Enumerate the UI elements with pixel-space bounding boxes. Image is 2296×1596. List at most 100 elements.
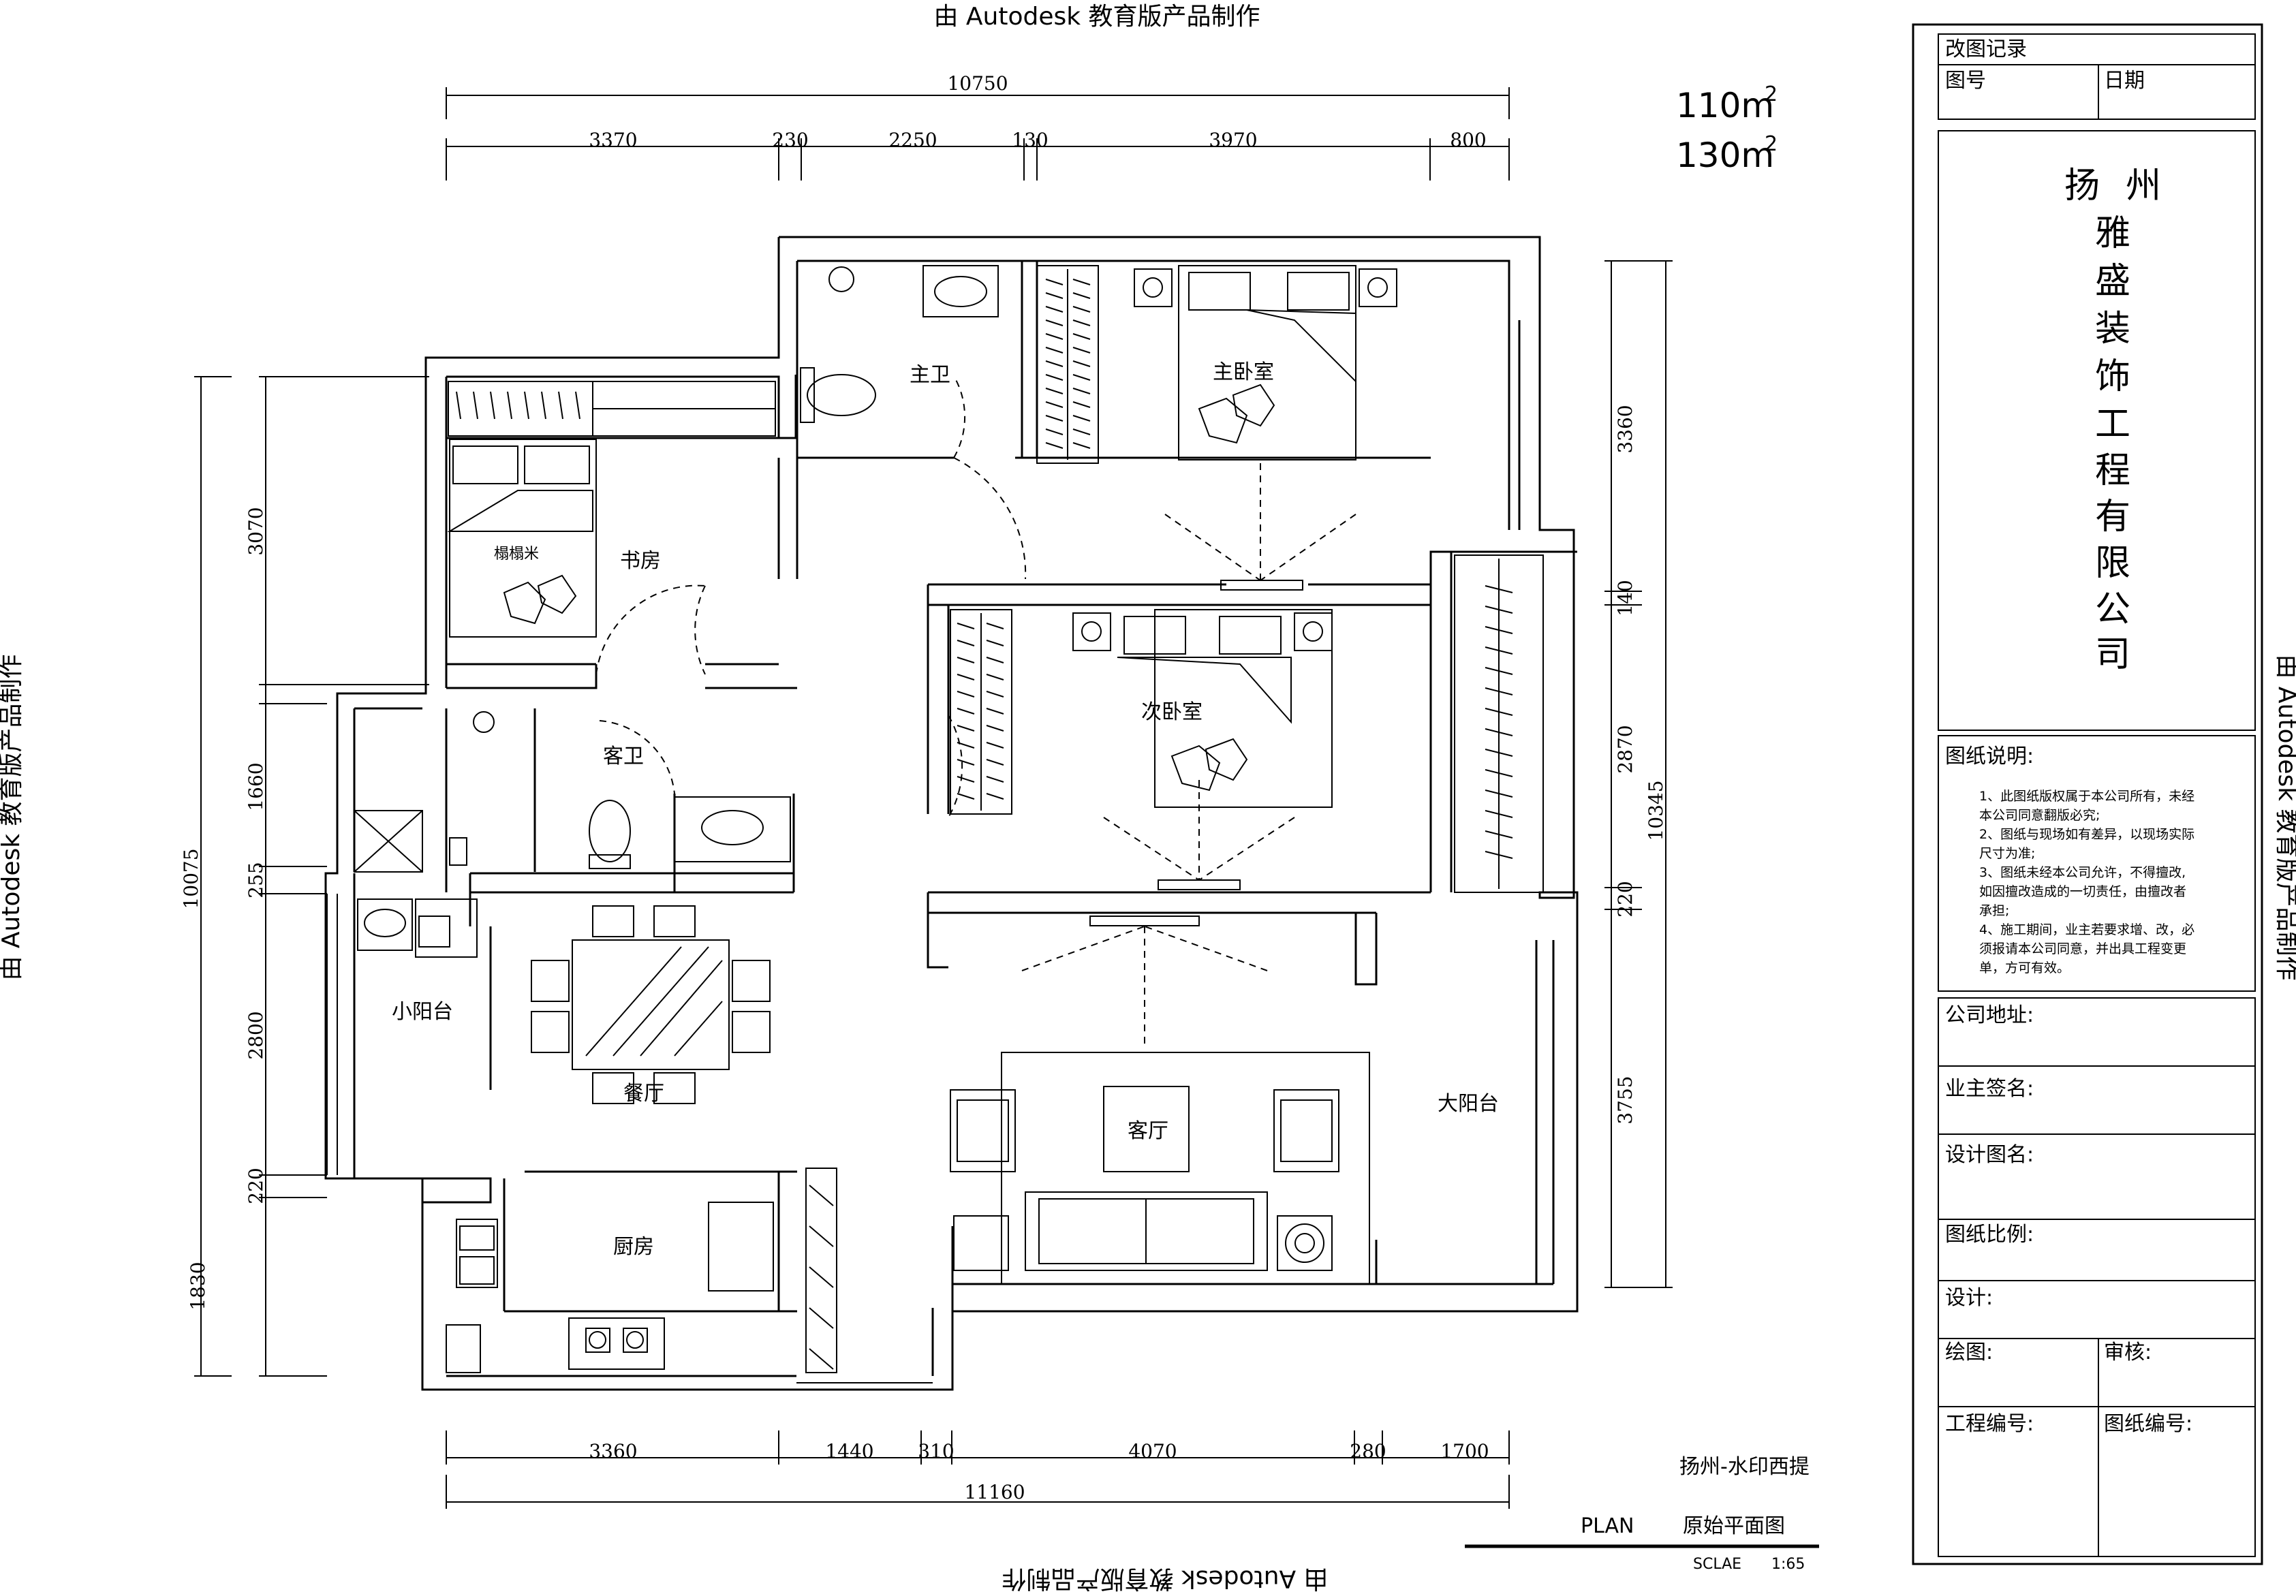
tb-company-5: 饰 [2095, 356, 2130, 397]
dimension-right-chain [1604, 260, 1642, 1288]
tb-draft: 绘图: [1945, 1341, 1993, 1364]
tb-drawing-scale: 图纸比例: [1945, 1223, 2034, 1247]
tb-review: 审核: [2104, 1341, 2152, 1364]
tb-note-7: 4、施工期间，业主若要求增、改，必 [1979, 922, 2194, 937]
dimension-top-total [446, 87, 1510, 119]
bed-second [1117, 609, 1333, 808]
tb-project-no: 工程编号: [1945, 1412, 2034, 1436]
tb-company-11: 司 [2095, 634, 2130, 675]
dim-bottom-4: 4070 [1128, 1440, 1177, 1462]
dim-left-2: 1660 [245, 762, 267, 811]
room-label-study: 书房 [620, 549, 661, 573]
kitchen-tall-cabinet [805, 1168, 837, 1373]
tb-note-9: 单，方可有效。 [1979, 960, 2070, 975]
tb-note-1: 本公司同意翻版必究; [1979, 808, 2100, 823]
room-label-small-balcony: 小阳台 [392, 1000, 453, 1024]
dim-top-5: 3970 [1209, 129, 1257, 151]
interior-walls [422, 261, 1577, 1313]
tb-design: 设计: [1945, 1286, 1993, 1310]
dining-set [531, 905, 771, 1104]
room-label-dining: 餐厅 [623, 1082, 664, 1106]
dim-top-total: 10750 [947, 72, 1008, 95]
dim-left-3: 255 [245, 862, 267, 898]
wardrobe-study [448, 381, 776, 437]
dim-top-3: 2250 [888, 129, 937, 151]
tb-company-9: 限 [2095, 543, 2130, 584]
area-label-2: 130m 2 [1676, 132, 1778, 175]
tb-note-3: 尺寸为准; [1979, 846, 2035, 861]
dim-right-1: 3360 [1614, 405, 1636, 453]
dim-bottom-2: 1440 [825, 1440, 873, 1462]
dim-bottom-1: 3360 [589, 1440, 637, 1462]
dimension-top-chain [446, 138, 1510, 181]
dim-top-6: 800 [1450, 129, 1486, 151]
tb-company-8: 有 [2095, 497, 2130, 537]
door-swings [595, 375, 1027, 818]
dim-left-total: 10075 [180, 848, 202, 909]
dim-right-3: 2870 [1614, 725, 1636, 773]
svg-text:130m: 130m [1676, 136, 1774, 175]
dim-bottom-total: 11160 [964, 1481, 1025, 1503]
bed-tatami [447, 439, 597, 638]
tb-company-2: 雅 [2095, 213, 2130, 254]
wardrobe-second [950, 609, 1012, 815]
dim-left-1: 3070 [245, 507, 267, 555]
room-label-guest-bath: 客卫 [603, 745, 644, 768]
tb-drawing-number: 图纸编号: [2104, 1412, 2192, 1436]
nightstands [1072, 268, 1397, 651]
plan-label-cn: 原始平面图 [1683, 1514, 1785, 1538]
svg-text:110m: 110m [1676, 86, 1774, 125]
scale-label: SCLAE [1693, 1556, 1741, 1573]
project-location: 扬州-水印西提 [1679, 1455, 1810, 1479]
tb-note-4: 3、图纸未经本公司允许，不得擅改, [1979, 865, 2186, 880]
tb-date: 日期 [2104, 69, 2145, 93]
room-label-master-bath: 主卫 [910, 363, 950, 387]
tb-company-10: 公 [2095, 589, 2130, 630]
tb-note-2: 2、图纸与现场如有差异，以现场实际 [1979, 827, 2194, 842]
dimension-left-chain [259, 376, 429, 1377]
watermark-bottom: 由 Autodesk 教育版产品制作 [1002, 1565, 1328, 1593]
dim-top-2: 230 [772, 129, 808, 151]
dim-top-1: 3370 [589, 129, 637, 151]
kitchen-fixtures [446, 1202, 774, 1373]
dim-right-4: 220 [1614, 881, 1636, 917]
balcony-laundry [357, 898, 478, 958]
tb-company-address: 公司地址: [1945, 1003, 2034, 1027]
living-furniture [950, 1052, 1370, 1285]
bath-fixtures [354, 265, 999, 873]
room-label-kitchen: 厨房 [613, 1235, 654, 1259]
dim-right-total: 10345 [1645, 780, 1667, 841]
room-label-big-balcony: 大阳台 [1438, 1092, 1499, 1116]
svg-text:2: 2 [1765, 82, 1778, 106]
dim-left-5: 220 [245, 1168, 267, 1204]
tb-drawing-no: 图号 [1945, 69, 1986, 93]
room-label-tatami: 榻榻米 [494, 546, 539, 563]
balcony-walls [326, 894, 933, 1383]
tb-note-8: 须报请本公司同意，并出具工程变更 [1979, 941, 2186, 956]
scale-value: 1:65 [1771, 1556, 1805, 1573]
tb-note-0: 1、此图纸版权属于本公司所有，未经 [1979, 789, 2194, 804]
tb-company-3: 盛 [2095, 261, 2130, 302]
watermark-right: 由 Autodesk 教育版产品制作 [2273, 654, 2296, 980]
tb-company-4: 装 [2095, 309, 2130, 349]
ceiling-light-fixtures [1021, 463, 1356, 1049]
tb-notes-title: 图纸说明: [1945, 745, 2034, 768]
tb-note-6: 承担; [1979, 903, 2009, 918]
area-label-1: 110m 2 [1676, 82, 1778, 125]
dimension-bottom-total [446, 1475, 1510, 1509]
dim-bottom-5: 280 [1350, 1440, 1386, 1462]
dim-left-4: 2800 [245, 1011, 267, 1059]
dim-right-2: 140 [1614, 580, 1636, 616]
wardrobe-balcony [1454, 554, 1544, 893]
wardrobe-master [1036, 265, 1099, 464]
dim-top-4: 130 [1012, 129, 1048, 151]
svg-text:2: 2 [1765, 132, 1778, 156]
dim-bottom-3: 310 [918, 1440, 954, 1462]
room-label-second-bedroom: 次卧室 [1141, 700, 1203, 724]
watermark-left: 由 Autodesk 教育版产品制作 [0, 654, 25, 980]
dimension-left-total [194, 376, 232, 1377]
tb-owner-signature: 业主签名: [1945, 1077, 2034, 1101]
tb-revision-header: 改图记录 [1945, 37, 2027, 61]
tb-company-0: 扬 [2064, 166, 2100, 206]
